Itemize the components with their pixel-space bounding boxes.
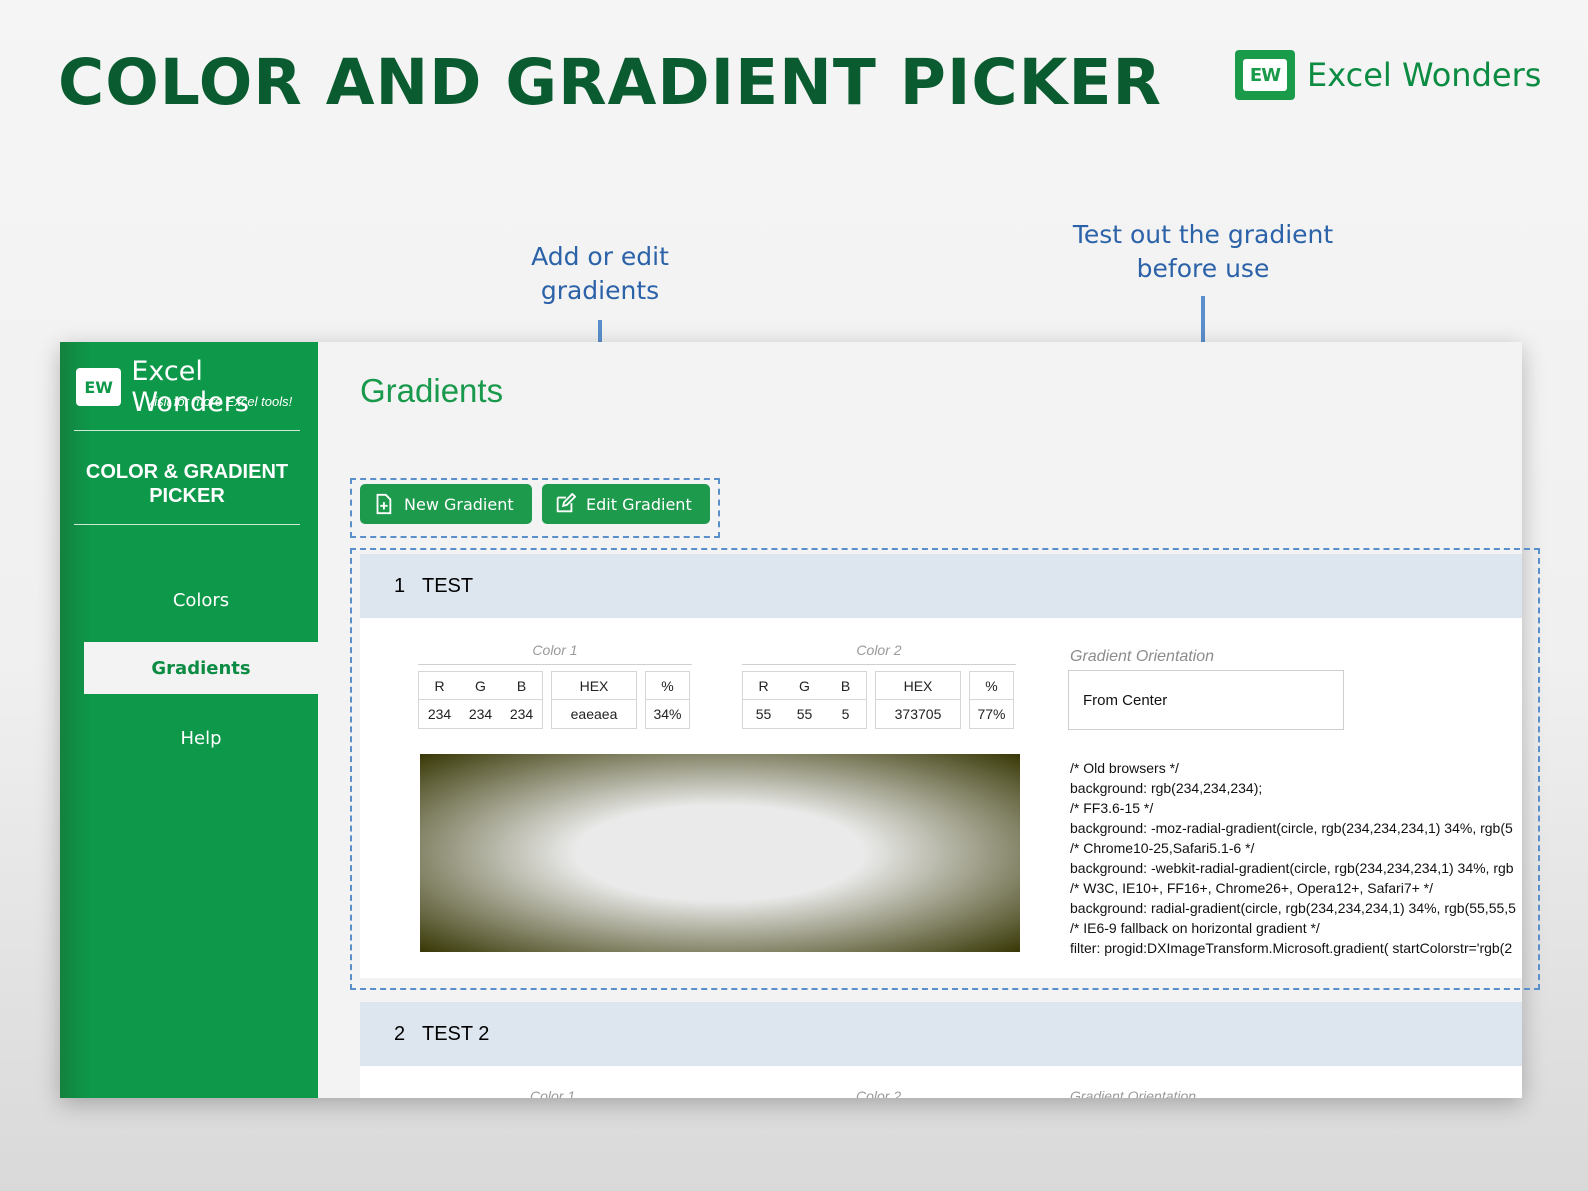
orientation-label: Gradient Orientation bbox=[1070, 1088, 1197, 1098]
color-2-label: Color 2 bbox=[856, 1088, 902, 1098]
sidebar-app-title: COLOR & GRADIENT PICKER bbox=[85, 461, 289, 507]
color-2-group: Color 2 R G B 55 55 5 bbox=[742, 642, 1016, 729]
new-gradient-label: New Gradient bbox=[404, 494, 514, 514]
hex-value-box: HEX eaeaea bbox=[551, 671, 637, 729]
gradient-index: 1 bbox=[394, 574, 406, 597]
percent-value-box: % 34% bbox=[645, 671, 690, 729]
brand-name: Excel Wonders bbox=[1307, 56, 1542, 94]
gradient-name: TEST 2 bbox=[422, 1022, 490, 1045]
callout-test-gradient: Test out the gradient before use bbox=[1072, 220, 1334, 283]
color-1-label: Color 1 bbox=[530, 1088, 576, 1098]
edit-gradient-button[interactable]: Edit Gradient bbox=[542, 484, 710, 524]
gradient-card: 2 TEST 2 Color 1 Color 2 Gradient Orient… bbox=[360, 1002, 1522, 1098]
edit-gradient-label: Edit Gradient bbox=[586, 494, 692, 514]
logo-text: EW bbox=[1243, 59, 1287, 91]
css-line: /* IE6-9 fallback on horizontal gradient… bbox=[1070, 920, 1320, 936]
percent-value[interactable]: 34% bbox=[653, 706, 682, 722]
orientation-label: Gradient Orientation bbox=[1070, 648, 1215, 665]
card-highlight bbox=[350, 548, 1540, 990]
excel-wonders-logo-icon: EW bbox=[1235, 50, 1295, 100]
color-1-label: Color 1 bbox=[532, 642, 578, 658]
gradient-card-header[interactable]: 2 TEST 2 bbox=[360, 1002, 1522, 1066]
b-value[interactable]: 234 bbox=[509, 706, 534, 722]
sidebar-brand[interactable]: EW Excel Wonders bbox=[76, 356, 318, 418]
gradient-preview bbox=[420, 754, 1020, 952]
hex-header: HEX bbox=[579, 677, 609, 694]
css-code-output[interactable]: /* Old browsers */ background: rgb(234,2… bbox=[1070, 758, 1516, 958]
b-header: B bbox=[516, 677, 527, 694]
page-title: Gradients bbox=[360, 372, 504, 409]
b-value[interactable]: 5 bbox=[841, 706, 850, 722]
r-value[interactable]: 55 bbox=[755, 706, 772, 722]
sidebar-divider bbox=[74, 430, 300, 431]
app-window: EW Excel Wonders Visit for more Excel to… bbox=[60, 342, 1522, 1098]
rgb-values: R G B 234 234 234 bbox=[418, 671, 543, 729]
g-value[interactable]: 55 bbox=[796, 706, 813, 722]
percent-value[interactable]: 77% bbox=[977, 706, 1006, 722]
gradient-name: TEST bbox=[422, 574, 474, 597]
css-line: background: rgb(234,234,234); bbox=[1070, 780, 1263, 796]
gradient-card: 1 TEST Color 1 R G B 234 234 bbox=[360, 554, 1522, 978]
hero-title: COLOR AND GRADIENT PICKER bbox=[58, 46, 1162, 119]
r-value[interactable]: 234 bbox=[427, 706, 452, 722]
css-line: /* Old browsers */ bbox=[1070, 760, 1179, 776]
sidebar: EW Excel Wonders Visit for more Excel to… bbox=[60, 342, 318, 1098]
r-header: R bbox=[758, 677, 769, 694]
buttons-highlight bbox=[350, 478, 720, 538]
percent-header: % bbox=[661, 677, 674, 694]
new-gradient-button[interactable]: New Gradient bbox=[360, 484, 532, 524]
orientation-select[interactable]: From Center bbox=[1068, 670, 1344, 730]
percent-value-box: % 77% bbox=[969, 671, 1014, 729]
gradient-card-header[interactable]: 1 TEST bbox=[360, 554, 1522, 618]
sidebar-divider bbox=[74, 524, 300, 525]
edit-pencil-icon bbox=[556, 493, 576, 513]
hex-value-box: HEX 373705 bbox=[875, 671, 961, 729]
r-header: R bbox=[434, 677, 445, 694]
b-header: B bbox=[840, 677, 851, 694]
excel-wonders-logo-icon: EW bbox=[76, 368, 122, 406]
sidebar-tagline[interactable]: Visit for more Excel tools! bbox=[145, 394, 293, 409]
hex-header: HEX bbox=[903, 677, 933, 694]
group-divider bbox=[418, 664, 692, 665]
sidebar-brand-name: Excel Wonders bbox=[131, 356, 249, 418]
hex-value[interactable]: eaeaea bbox=[570, 706, 618, 722]
main-content: Gradients New Gradient Edit Gradient 1 T… bbox=[318, 342, 1522, 1098]
sidebar-item-help[interactable]: Help bbox=[180, 727, 222, 749]
css-line: background: -webkit-radial-gradient(circ… bbox=[1070, 860, 1514, 876]
g-header: G bbox=[475, 677, 486, 694]
color-2-label: Color 2 bbox=[856, 642, 902, 658]
css-line: /* FF3.6-15 */ bbox=[1070, 800, 1154, 816]
hex-value[interactable]: 373705 bbox=[894, 706, 942, 722]
sidebar-item-colors[interactable]: Colors bbox=[172, 589, 230, 611]
css-line: /* Chrome10-25,Safari5.1-6 */ bbox=[1070, 840, 1255, 856]
brand-header: EW Excel Wonders bbox=[1235, 50, 1541, 100]
rgb-values: R G B 55 55 5 bbox=[742, 671, 867, 729]
callout-add-edit: Add or edit gradients bbox=[531, 242, 669, 305]
color-1-group: Color 1 R G B 234 234 234 bbox=[418, 642, 692, 729]
css-line: background: -moz-radial-gradient(circle,… bbox=[1070, 820, 1513, 836]
g-header: G bbox=[799, 677, 810, 694]
sidebar-item-gradients[interactable]: Gradients bbox=[84, 642, 318, 694]
g-value[interactable]: 234 bbox=[468, 706, 493, 722]
percent-header: % bbox=[985, 677, 998, 694]
css-line: filter: progid:DXImageTransform.Microsof… bbox=[1070, 940, 1513, 956]
new-document-icon bbox=[376, 493, 392, 515]
group-divider bbox=[742, 664, 1016, 665]
css-line: background: radial-gradient(circle, rgb(… bbox=[1070, 900, 1516, 916]
gradient-index: 2 bbox=[394, 1022, 406, 1045]
css-line: /* W3C, IE10+, FF16+, Chrome26+, Opera12… bbox=[1070, 880, 1434, 896]
